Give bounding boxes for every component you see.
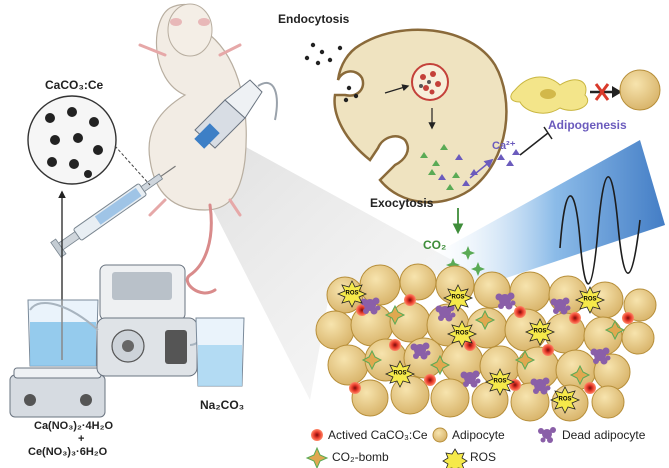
svg-text:ROS: ROS <box>345 291 358 297</box>
ros-badge: ROS <box>549 386 581 414</box>
svg-text:ROS: ROS <box>583 297 596 303</box>
adipocyte-cell <box>509 271 551 313</box>
co2-bomb-mark <box>361 349 383 371</box>
adipocyte-cell <box>591 385 625 419</box>
ros-badge: ROS <box>442 284 474 312</box>
dead-adipocyte-mark <box>460 370 481 388</box>
co2-bomb-mark <box>569 364 591 386</box>
co2-bomb-mark <box>384 304 406 326</box>
reagent-line2: Ce(NO₃)₃·6H₂O <box>28 446 108 458</box>
preadipocyte-cell <box>510 76 588 114</box>
syringe <box>50 165 176 258</box>
adipose-tissue: ROS ROS ROS ROS ROS ROS ROS ROS <box>315 263 657 422</box>
cell-diagram <box>304 28 508 204</box>
reagent-plus: + <box>78 433 85 445</box>
legend-co2bomb-icon <box>305 446 329 468</box>
legend-actived-label: Actived CaCO₃:Ce <box>328 428 428 442</box>
blocked-arrow <box>590 83 622 101</box>
adipocyte-cell <box>327 344 369 386</box>
svg-text:ROS: ROS <box>493 379 506 385</box>
ros-badge: ROS <box>484 368 516 396</box>
co2-bomb-mark <box>604 319 626 341</box>
legend-icons <box>305 427 556 468</box>
nanoparticle-inset <box>27 95 151 186</box>
svg-text:ROS: ROS <box>393 371 406 377</box>
svg-text:ROS: ROS <box>451 295 464 301</box>
co2-bomb-mark <box>514 349 536 371</box>
dead-adipocyte-mark <box>590 347 611 365</box>
mature-adipocyte <box>619 69 661 111</box>
actived-particle <box>622 312 634 324</box>
actived-particle <box>584 382 596 394</box>
ca-arrow <box>469 158 494 179</box>
adipogenesis-label: Adipogenesis <box>548 118 627 132</box>
ros-badge: ROS <box>574 286 606 314</box>
adipocyte-cell <box>623 288 657 322</box>
ultrasound-beam <box>420 140 665 300</box>
adipocyte-cell <box>315 310 355 350</box>
reagent-line1: Ca(NO₃)₂·4H₂O <box>34 420 114 432</box>
actived-particle <box>424 374 436 386</box>
co2-label: CO₂ <box>423 238 447 252</box>
na2co3-label: Na₂CO₃ <box>200 398 245 412</box>
adipocyte-cell <box>399 263 437 301</box>
adipocyte-cell <box>359 264 401 306</box>
adipocyte-cell <box>351 379 389 417</box>
actived-particle <box>404 294 416 306</box>
ros-badge: ROS <box>384 360 416 388</box>
dead-adipocyte-mark <box>360 297 381 315</box>
peristaltic-pump <box>29 264 216 377</box>
dead-adipocyte-mark <box>495 292 516 310</box>
actived-particle <box>514 306 526 318</box>
legend-ros-icon <box>442 448 468 468</box>
ros-badge: ROS <box>336 280 368 308</box>
legend-dead-icon <box>538 427 556 443</box>
legend-ros-label: ROS <box>470 450 497 464</box>
mouse-illustration <box>138 3 247 295</box>
dead-adipocyte-mark <box>410 342 431 360</box>
co2-bomb-mark <box>474 309 496 331</box>
dead-adipocyte-mark <box>550 297 571 315</box>
svg-text:ROS: ROS <box>533 329 546 335</box>
endocytosis-label: Endocytosis <box>278 12 350 26</box>
co2-sparkles <box>446 246 485 276</box>
projection-cone <box>180 130 470 400</box>
svg-text:ROS: ROS <box>558 397 571 403</box>
legend-actived-icon <box>311 429 323 441</box>
ca2-label: Ca²⁺ <box>492 140 516 152</box>
actived-particle <box>389 339 401 351</box>
adipocyte-cell <box>510 382 550 422</box>
co2-bomb-mark <box>429 354 451 376</box>
actived-particle <box>569 312 581 324</box>
actived-particle <box>464 339 476 351</box>
ca-ions <box>497 149 520 166</box>
na2co3-beaker <box>195 317 245 387</box>
actived-particle <box>349 382 361 394</box>
adipocyte-cell <box>390 375 430 415</box>
ros-badge: ROS <box>446 320 478 348</box>
legend-adipocyte-icon <box>432 427 448 443</box>
ultrasound-probe <box>194 79 278 149</box>
dead-adipocyte-mark <box>435 304 456 322</box>
svg-text:ROS: ROS <box>455 331 468 337</box>
legend-co2bomb-label: CO₂-bomb <box>332 450 389 464</box>
adipocyte-cell <box>430 378 470 418</box>
stirrer-and-beaker <box>9 299 106 418</box>
actived-particle <box>542 344 554 356</box>
dead-adipocyte-mark <box>530 377 551 395</box>
caco3-ce-label: CaCO₃:Ce <box>45 78 104 92</box>
legend-adipocyte-label: Adipocyte <box>452 428 505 442</box>
adipocyte-cell <box>621 321 655 355</box>
ros-badge: ROS <box>524 318 556 346</box>
inhibition-line <box>519 126 553 156</box>
legend-dead-label: Dead adipocyte <box>562 428 646 442</box>
exocytosis-label: Exocytosis <box>370 196 434 210</box>
